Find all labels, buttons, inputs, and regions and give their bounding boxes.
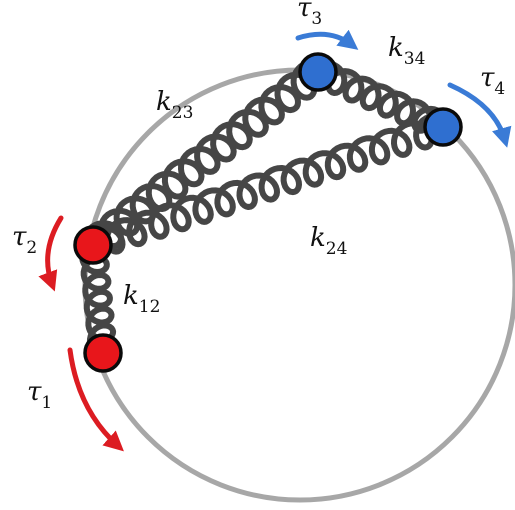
label-k12: k12 bbox=[123, 281, 160, 317]
label-layer: k23 k34 k24 k12 τ1 τ2 τ3 τ4 bbox=[12, 0, 505, 413]
mass-4 bbox=[423, 107, 463, 147]
label-tau4: τ4 bbox=[480, 63, 505, 99]
label-tau3: τ3 bbox=[297, 0, 322, 29]
mass-2 bbox=[73, 225, 113, 265]
spring-k23 bbox=[88, 63, 321, 250]
torque-arrow-1 bbox=[67, 347, 124, 452]
spring-k34 bbox=[315, 61, 446, 134]
spring-k24 bbox=[90, 113, 446, 255]
label-k24: k24 bbox=[310, 223, 347, 259]
mass-3 bbox=[298, 52, 338, 92]
label-tau1: τ1 bbox=[27, 377, 52, 413]
label-k23: k23 bbox=[156, 87, 193, 123]
torque-arrow-4 bbox=[447, 82, 512, 148]
mass-layer bbox=[73, 52, 463, 373]
label-tau2: τ2 bbox=[12, 222, 37, 258]
torque-arrows bbox=[38, 29, 512, 452]
label-k34: k34 bbox=[388, 33, 425, 69]
mass-1 bbox=[83, 333, 123, 373]
torque-arrow-2 bbox=[38, 215, 64, 292]
torque-arrow-3 bbox=[295, 29, 359, 50]
